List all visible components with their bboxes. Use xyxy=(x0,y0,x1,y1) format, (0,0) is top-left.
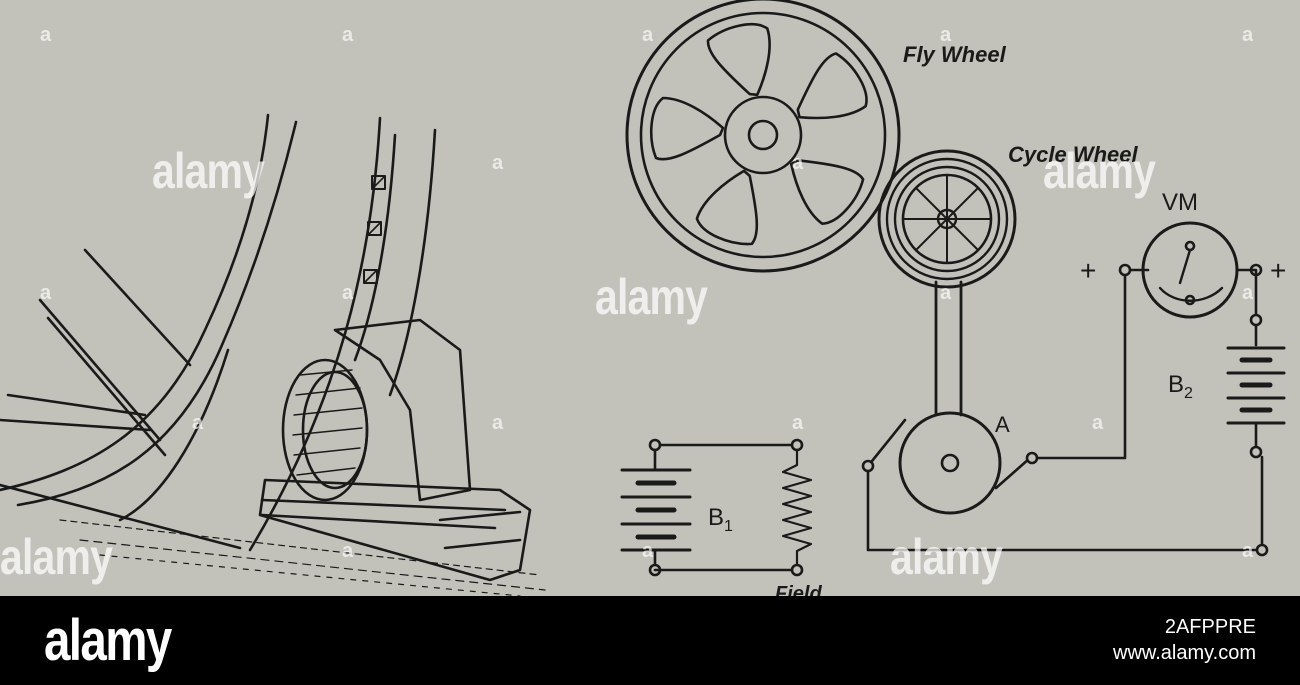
watermark-glyph: a xyxy=(192,412,204,434)
watermark: alamy xyxy=(890,529,1003,585)
watermark: alamy xyxy=(595,269,708,325)
battery-b2-letter: B xyxy=(1168,371,1184,398)
footer-bar xyxy=(0,596,1300,685)
watermark-glyph: a xyxy=(642,540,654,562)
positive-terminal-right-label: + xyxy=(1270,255,1286,286)
circuit-wiring xyxy=(620,221,1286,577)
watermark: alamy xyxy=(0,529,113,585)
watermark-glyph: a xyxy=(1242,282,1254,304)
image-id: 2AFPPRE xyxy=(1164,616,1256,638)
watermark-glyph: a xyxy=(1242,24,1254,46)
watermark-glyph: a xyxy=(40,282,52,304)
watermark-glyph: a xyxy=(342,540,354,562)
battery-b2-subscript: 2 xyxy=(1184,385,1193,402)
watermark-glyph: a xyxy=(792,412,804,434)
fly-wheel-label: Fly Wheel xyxy=(903,42,1007,67)
watermark-glyph: a xyxy=(1092,412,1104,434)
dynamo-illustration xyxy=(0,113,546,596)
watermark-glyph: a xyxy=(40,24,52,46)
diagram-drawing: Fly Wheel Cycle Wheel VM + + A B2 B1 Fie… xyxy=(0,0,1286,596)
battery-b1-letter: B xyxy=(708,504,724,531)
battery-b2-label: B2 xyxy=(1168,371,1193,402)
watermark-glyph: a xyxy=(492,152,504,174)
watermark-glyph: a xyxy=(492,412,504,434)
watermark-glyph: a xyxy=(1242,540,1254,562)
watermark-glyph: a xyxy=(342,282,354,304)
battery-b1-label: B1 xyxy=(708,504,733,535)
diagram-scan: Fly Wheel Cycle Wheel VM + + A B2 B1 Fie… xyxy=(0,0,1300,596)
watermark: alamy xyxy=(152,143,265,199)
watermark-glyph: a xyxy=(940,282,952,304)
field-label: Field xyxy=(775,583,822,596)
battery-b1-subscript: 1 xyxy=(724,518,733,535)
point-a-label: A xyxy=(995,412,1010,437)
watermark: alamy xyxy=(1043,143,1156,199)
watermark-glyph: a xyxy=(342,24,354,46)
cycle-wheel-drawing xyxy=(877,149,1017,515)
fly-wheel-drawing xyxy=(625,0,901,273)
watermark-glyph: a xyxy=(642,24,654,46)
site-url-link[interactable]: www.alamy.com xyxy=(1113,642,1256,664)
watermark-glyph: a xyxy=(792,152,804,174)
cycle-wheel-label: Cycle Wheel xyxy=(1008,142,1138,167)
watermark-glyph: a xyxy=(940,24,952,46)
alamy-logo[interactable]: alamy xyxy=(44,608,172,673)
voltmeter-label: VM xyxy=(1162,189,1198,216)
positive-terminal-left-label: + xyxy=(1080,255,1096,286)
